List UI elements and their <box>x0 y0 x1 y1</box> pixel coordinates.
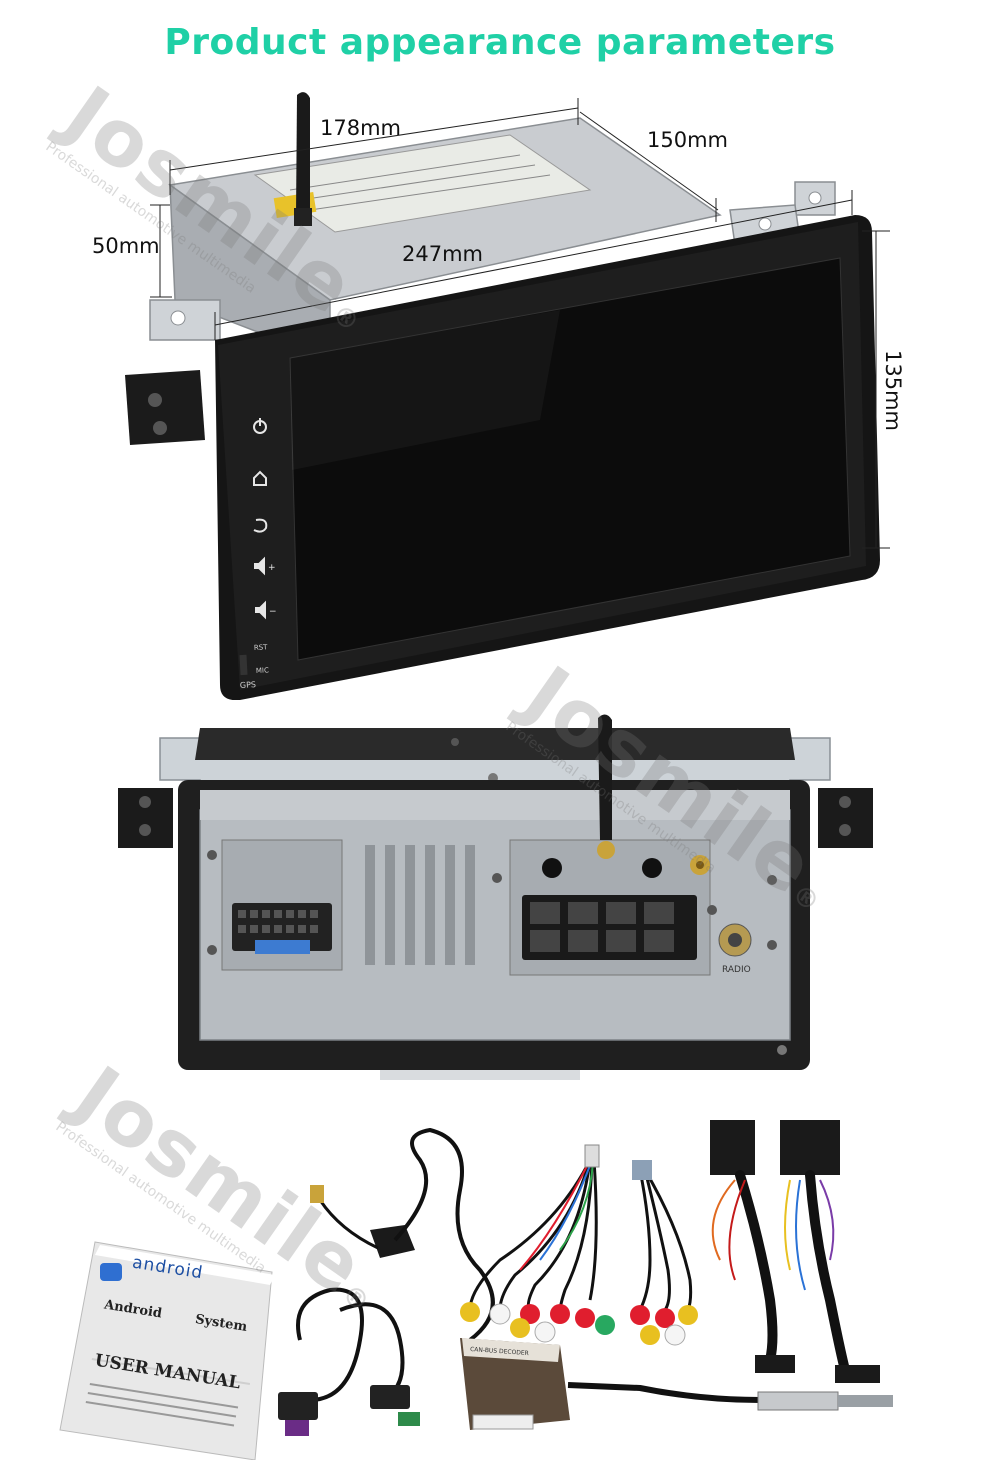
dimension-side: 150mm <box>647 128 728 152</box>
dimension-width: 247mm <box>402 242 483 266</box>
dimension-height-front: 135mm <box>881 350 905 431</box>
mic-label: MIC <box>256 666 270 675</box>
home-icon[interactable] <box>253 470 267 486</box>
back-icon[interactable] <box>253 518 268 533</box>
rst-label: RST <box>254 643 269 652</box>
radio-label: RADIO <box>722 965 751 975</box>
rear-view-illustration: RADIO <box>118 714 873 1080</box>
volume-up-icon[interactable] <box>254 556 265 576</box>
usb-connector-icon <box>278 1392 318 1420</box>
front-view-illustration: + − RST MIC GPS <box>125 92 890 700</box>
dimension-height-rear: 50mm <box>92 234 160 258</box>
android-logo-icon <box>100 1263 122 1281</box>
dimension-depth: 178mm <box>320 116 401 140</box>
page-title: Product appearance parameters <box>164 22 836 63</box>
svg-text:−: − <box>269 607 277 617</box>
gps-label: GPS <box>240 680 257 690</box>
rca-yellow-icon <box>460 1302 480 1322</box>
svg-text:+: + <box>268 563 276 573</box>
canbox-label: CAN-BUS DECODER <box>470 1346 529 1357</box>
accessories-illustration: CAN-BUS DECODER <box>59 1120 893 1460</box>
volume-down-icon[interactable] <box>255 600 266 620</box>
usb-connector-icon-2 <box>370 1385 410 1409</box>
